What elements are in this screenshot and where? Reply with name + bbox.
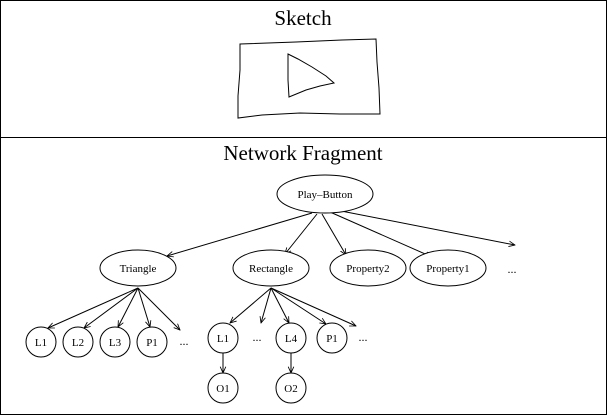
edge-triangle-l3 [118,287,139,327]
edge-root-rectangle [285,213,318,254]
ellipsis-rectangle-mid: ... [253,330,262,344]
svg-text:Property1: Property1 [426,263,469,275]
node-rectangle-l4: L4 [275,322,307,354]
node-rectangle-p1: P1 [316,322,348,354]
svg-text:Property2: Property2 [346,263,389,275]
sketch-title: Sketch [274,6,332,30]
edge-triangle-more [137,287,180,330]
svg-text:Rectangle: Rectangle [249,263,293,275]
svg-text:L4: L4 [285,333,298,345]
svg-text:P1: P1 [146,337,158,349]
node-triangle: Triangle [99,249,177,287]
edge-rectangle-l1 [230,287,272,323]
edge-triangle-l2 [84,287,139,328]
svg-text:L1: L1 [217,333,229,345]
edge-rectangle-more [270,287,356,327]
svg-text:O1: O1 [216,383,229,395]
edge-root-property2 [321,213,346,255]
node-o2: O2 [275,372,307,404]
edge-rectangle-dots [261,287,272,323]
node-triangle-l1: L1 [25,326,57,358]
svg-text:O2: O2 [284,383,297,395]
svg-text:P1: P1 [326,333,338,345]
node-o1: O1 [207,372,239,404]
ellipsis-root: ... [508,262,517,276]
node-rectangle: Rectangle [232,249,310,287]
node-property1: Property1 [409,249,487,287]
node-triangle-l2: L2 [62,326,94,358]
hand-drawn-triangle [287,53,336,98]
node-property2: Property2 [329,249,407,287]
svg-text:L3: L3 [109,337,122,349]
network-title: Network Fragment [223,141,382,165]
edge-triangle-l1 [48,287,139,329]
node-triangle-p1: P1 [136,326,168,358]
edge-root-property1 [329,211,432,258]
edge-triangle-p1 [137,287,150,327]
edge-root-more [335,209,515,245]
svg-text:Play–Button: Play–Button [297,189,353,201]
ellipsis-triangle: ... [180,334,189,348]
ellipsis-rectangle: ... [359,330,368,344]
edge-rectangle-p1 [270,287,326,324]
node-rectangle-l1: L1 [207,322,239,354]
svg-text:L1: L1 [35,337,47,349]
svg-text:L2: L2 [72,337,84,349]
edge-root-triangle [167,212,313,256]
svg-text:Triangle: Triangle [120,263,157,275]
edge-rectangle-l4 [270,287,289,323]
hand-drawn-rectangle [237,38,381,119]
node-triangle-l3: L3 [99,326,131,358]
node-play-button: Play–Button [276,174,374,214]
